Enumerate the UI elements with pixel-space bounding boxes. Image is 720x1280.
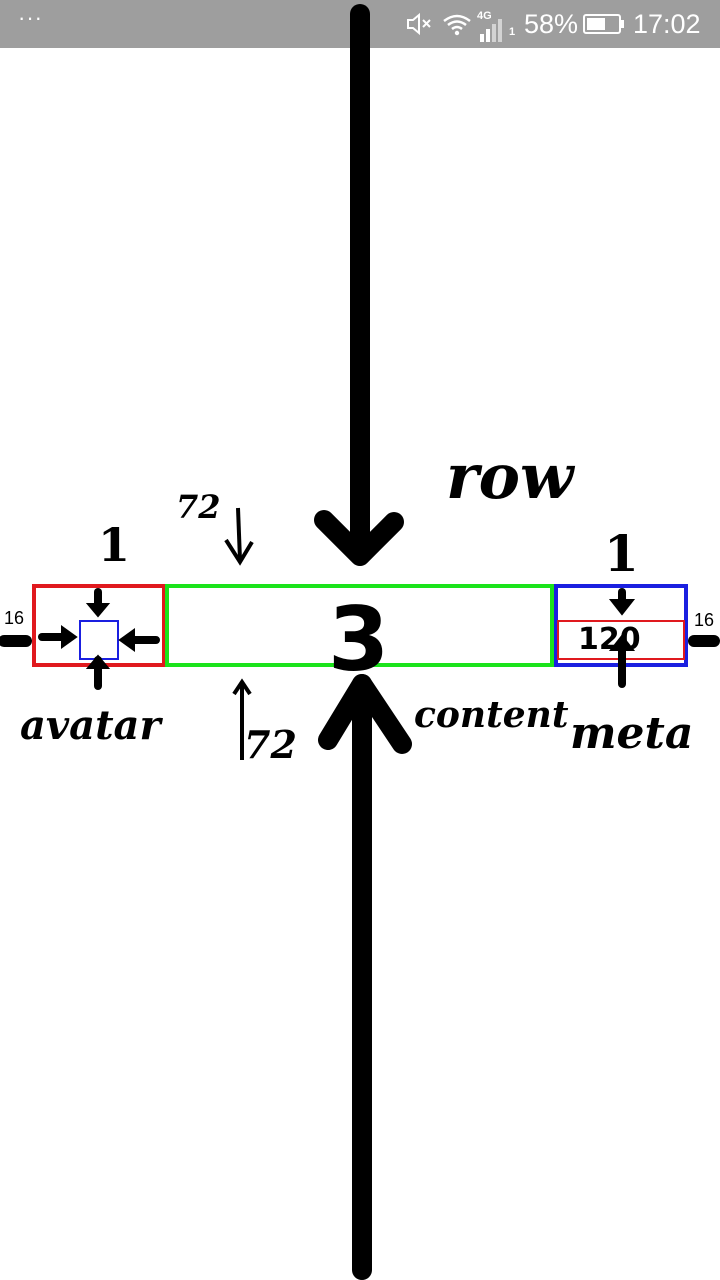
top-height-label: 72 (176, 488, 221, 526)
mute-icon (406, 0, 434, 48)
meta-value-label: 120 (578, 622, 641, 657)
avatar-inward-arrows (38, 588, 160, 690)
meta-inward-arrows (608, 588, 636, 688)
network-type-label: 4G (477, 10, 492, 22)
left-margin-label: 16 (4, 608, 25, 628)
content-label: content (414, 694, 569, 736)
meta-weight-label: 1 (604, 524, 639, 583)
wifi-icon (442, 0, 472, 48)
avatar-inner-square (79, 620, 119, 660)
avatar-label: avatar (20, 702, 161, 749)
small-down-arrow (224, 507, 254, 566)
clock: 17:02 (633, 8, 701, 39)
sim-slot-label: 1 (509, 26, 516, 38)
battery-icon (582, 0, 626, 48)
top-arrow (314, 4, 404, 566)
row-label: row (446, 440, 574, 513)
right-margin-label: 16 (694, 610, 715, 630)
menu-dots-icon[interactable]: ··· (18, 5, 43, 30)
meta-label: meta (570, 708, 694, 759)
signal-icon (476, 0, 510, 48)
bottom-arrow (318, 674, 412, 1280)
bottom-height-label: 72 (244, 722, 297, 767)
battery-percent: 58% (524, 8, 579, 39)
small-up-arrow (232, 678, 252, 760)
content-weight-label: 3 (328, 588, 390, 691)
avatar-weight-label: 1 (98, 518, 131, 572)
content-box (165, 584, 554, 667)
